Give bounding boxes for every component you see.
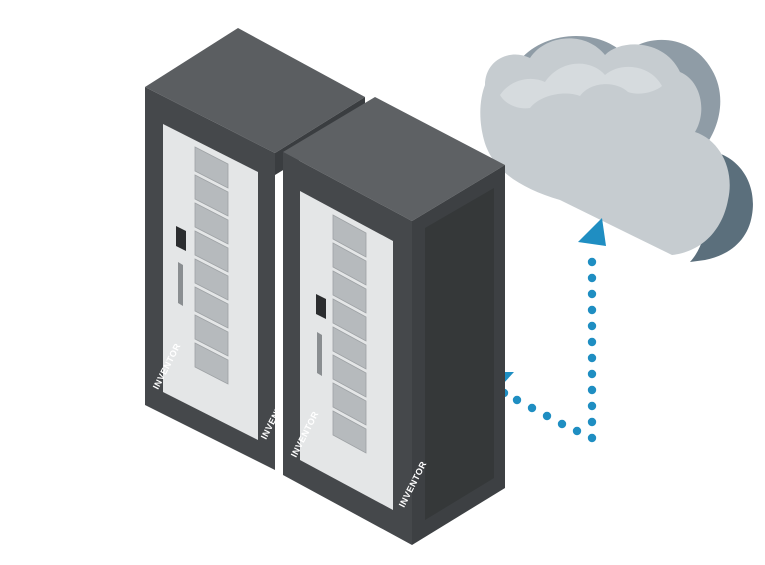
rack-left-handle — [178, 262, 183, 306]
arrow-up-icon — [578, 218, 606, 246]
rack-right: INVENTOR INVENTOR — [283, 97, 505, 545]
rack-right-lock — [316, 294, 326, 319]
rack-left-lock — [176, 226, 186, 251]
rack-left-top — [145, 28, 365, 153]
connection-dots — [499, 257, 597, 443]
rack-right-handle — [317, 332, 322, 376]
rack-right-side-panel — [425, 188, 494, 520]
rack-right-top — [283, 97, 505, 221]
rack-left-drive-slots — [194, 146, 229, 385]
cloud-icon — [480, 36, 753, 262]
cloud-highlight — [500, 63, 662, 109]
rack-right-drive-slots — [332, 214, 367, 454]
